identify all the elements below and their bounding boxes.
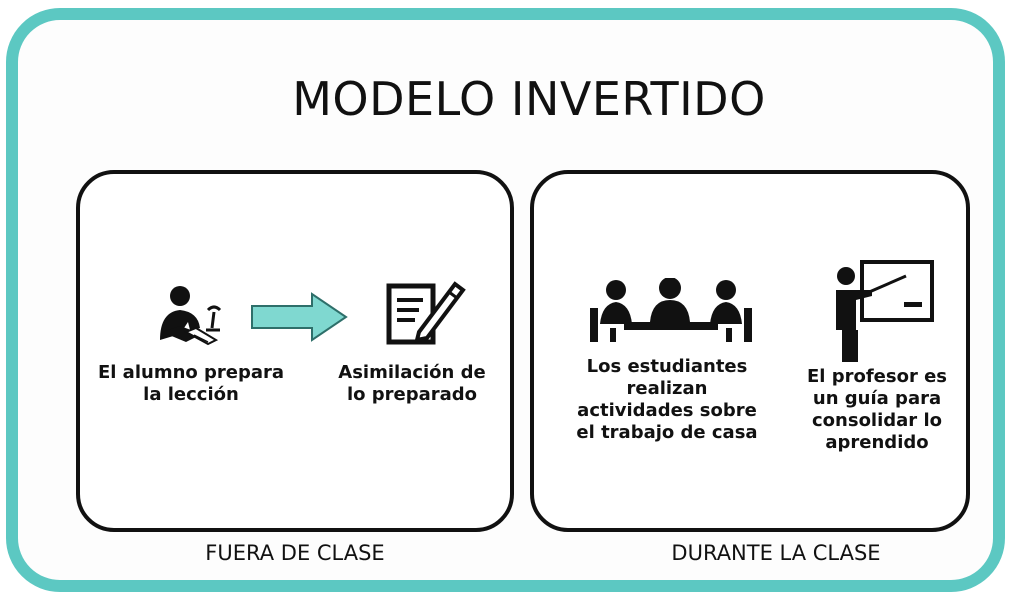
student-studying-icon xyxy=(160,286,222,346)
step-alumno-prepara: El alumno prepara la lección xyxy=(97,362,285,405)
diagram-title: MODELO INVERTIDO xyxy=(292,72,766,126)
label-durante-la-clase: DURANTE LA CLASE xyxy=(671,541,881,565)
step-estudiantes-actividades: Los estudiantes realizan actividades sob… xyxy=(576,356,758,443)
step-profesor-guia: El profesor es un guía para consolidar l… xyxy=(806,366,948,453)
teacher-whiteboard-icon xyxy=(836,260,934,362)
panel-fuera-de-clase xyxy=(76,170,514,532)
panel-durante-la-clase xyxy=(530,170,970,532)
document-pencil-icon xyxy=(386,281,466,345)
label-fuera-de-clase: FUERA DE CLASE xyxy=(205,541,385,565)
arrow-right-icon xyxy=(251,292,348,342)
students-group-icon xyxy=(590,278,752,342)
step-asimilacion: Asimilación de lo preparado xyxy=(338,362,486,405)
